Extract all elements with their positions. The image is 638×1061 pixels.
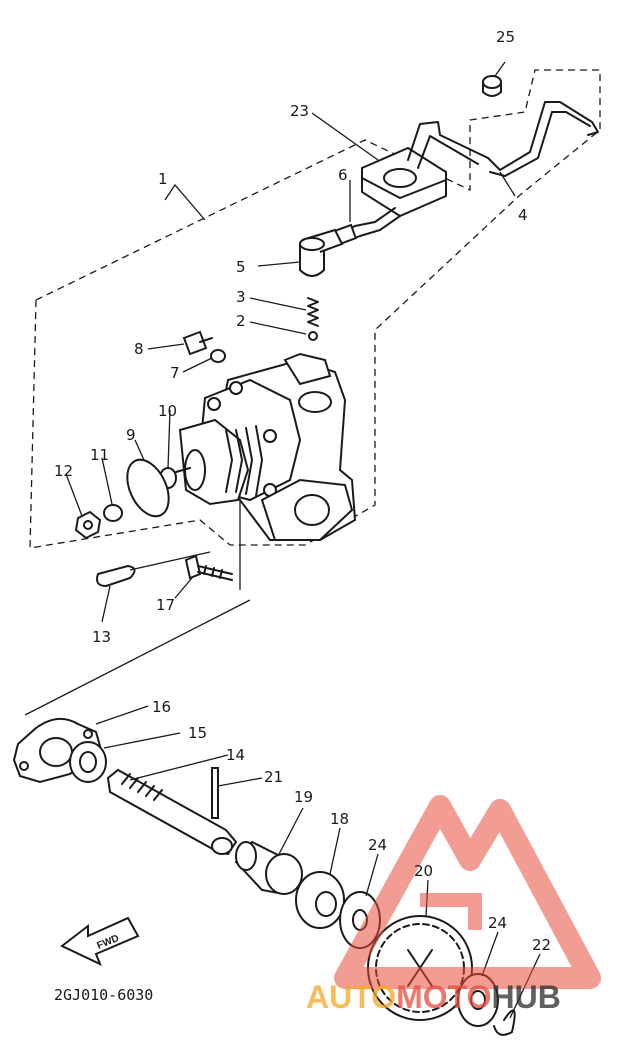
label-part-5: 5	[236, 258, 246, 276]
label-part-6: 6	[338, 166, 348, 184]
part-4-hose	[487, 101, 599, 177]
part-14-pump-shaft	[106, 768, 238, 856]
label-part-12: 12	[54, 462, 73, 480]
fwd-direction-arrow: FWD	[60, 916, 140, 966]
label-part-18: 18	[330, 810, 349, 828]
watermark-part-hub: HUB	[491, 979, 560, 1015]
part-3-spring	[307, 297, 319, 327]
label-part-25: 25	[496, 28, 515, 46]
part-25-cap	[482, 75, 502, 97]
label-part-1: 1	[158, 170, 168, 188]
label-part-13: 13	[92, 628, 111, 646]
label-part-7: 7	[170, 364, 180, 382]
label-part-4: 4	[518, 206, 528, 224]
label-part-8: 8	[134, 340, 144, 358]
watermark-part-moto: MOTO	[396, 979, 491, 1015]
label-part-2: 2	[236, 312, 246, 330]
part-23-pipe-bracket	[361, 121, 489, 218]
label-part-24-lower: 24	[488, 914, 507, 932]
part-21-pin	[211, 767, 219, 819]
label-part-15: 15	[188, 724, 207, 742]
label-part-14: 14	[226, 746, 245, 764]
part-19-collar	[234, 840, 303, 896]
part-13-clip	[96, 565, 136, 587]
part-2-ball	[308, 331, 318, 341]
part-22-circlip	[493, 1009, 516, 1036]
diagram-code: 2GJ010-6030	[54, 986, 153, 1004]
label-part-24-upper: 24	[368, 836, 387, 854]
label-part-9: 9	[126, 426, 136, 444]
part-9-plate	[126, 458, 170, 518]
watermark-text: AUTOMOTOHUB	[306, 979, 561, 1015]
label-part-20: 20	[414, 862, 433, 880]
automotohub-watermark-logo	[334, 795, 601, 989]
part-5-banjo-bolt	[299, 228, 344, 277]
watermark-part-auto: AUTO	[306, 979, 396, 1015]
part-15-washer	[69, 741, 107, 783]
part-8-screw	[182, 330, 213, 356]
label-part-17: 17	[156, 596, 175, 614]
part-12-nut	[74, 510, 102, 540]
part-17-bolt	[184, 554, 233, 581]
label-part-10: 10	[158, 402, 177, 420]
label-part-11: 11	[90, 446, 109, 464]
label-part-21: 21	[264, 768, 283, 786]
part-18-bearing	[295, 871, 345, 929]
assembly-boundary-dashed	[29, 69, 601, 549]
label-part-22: 22	[532, 936, 551, 954]
label-part-3: 3	[236, 288, 246, 306]
part-11-circlip	[103, 504, 123, 522]
part-1-oil-pump-body	[178, 352, 357, 541]
label-part-23: 23	[290, 102, 309, 120]
label-part-19: 19	[294, 788, 313, 806]
label-part-16: 16	[152, 698, 171, 716]
part-7-washer	[210, 349, 226, 363]
